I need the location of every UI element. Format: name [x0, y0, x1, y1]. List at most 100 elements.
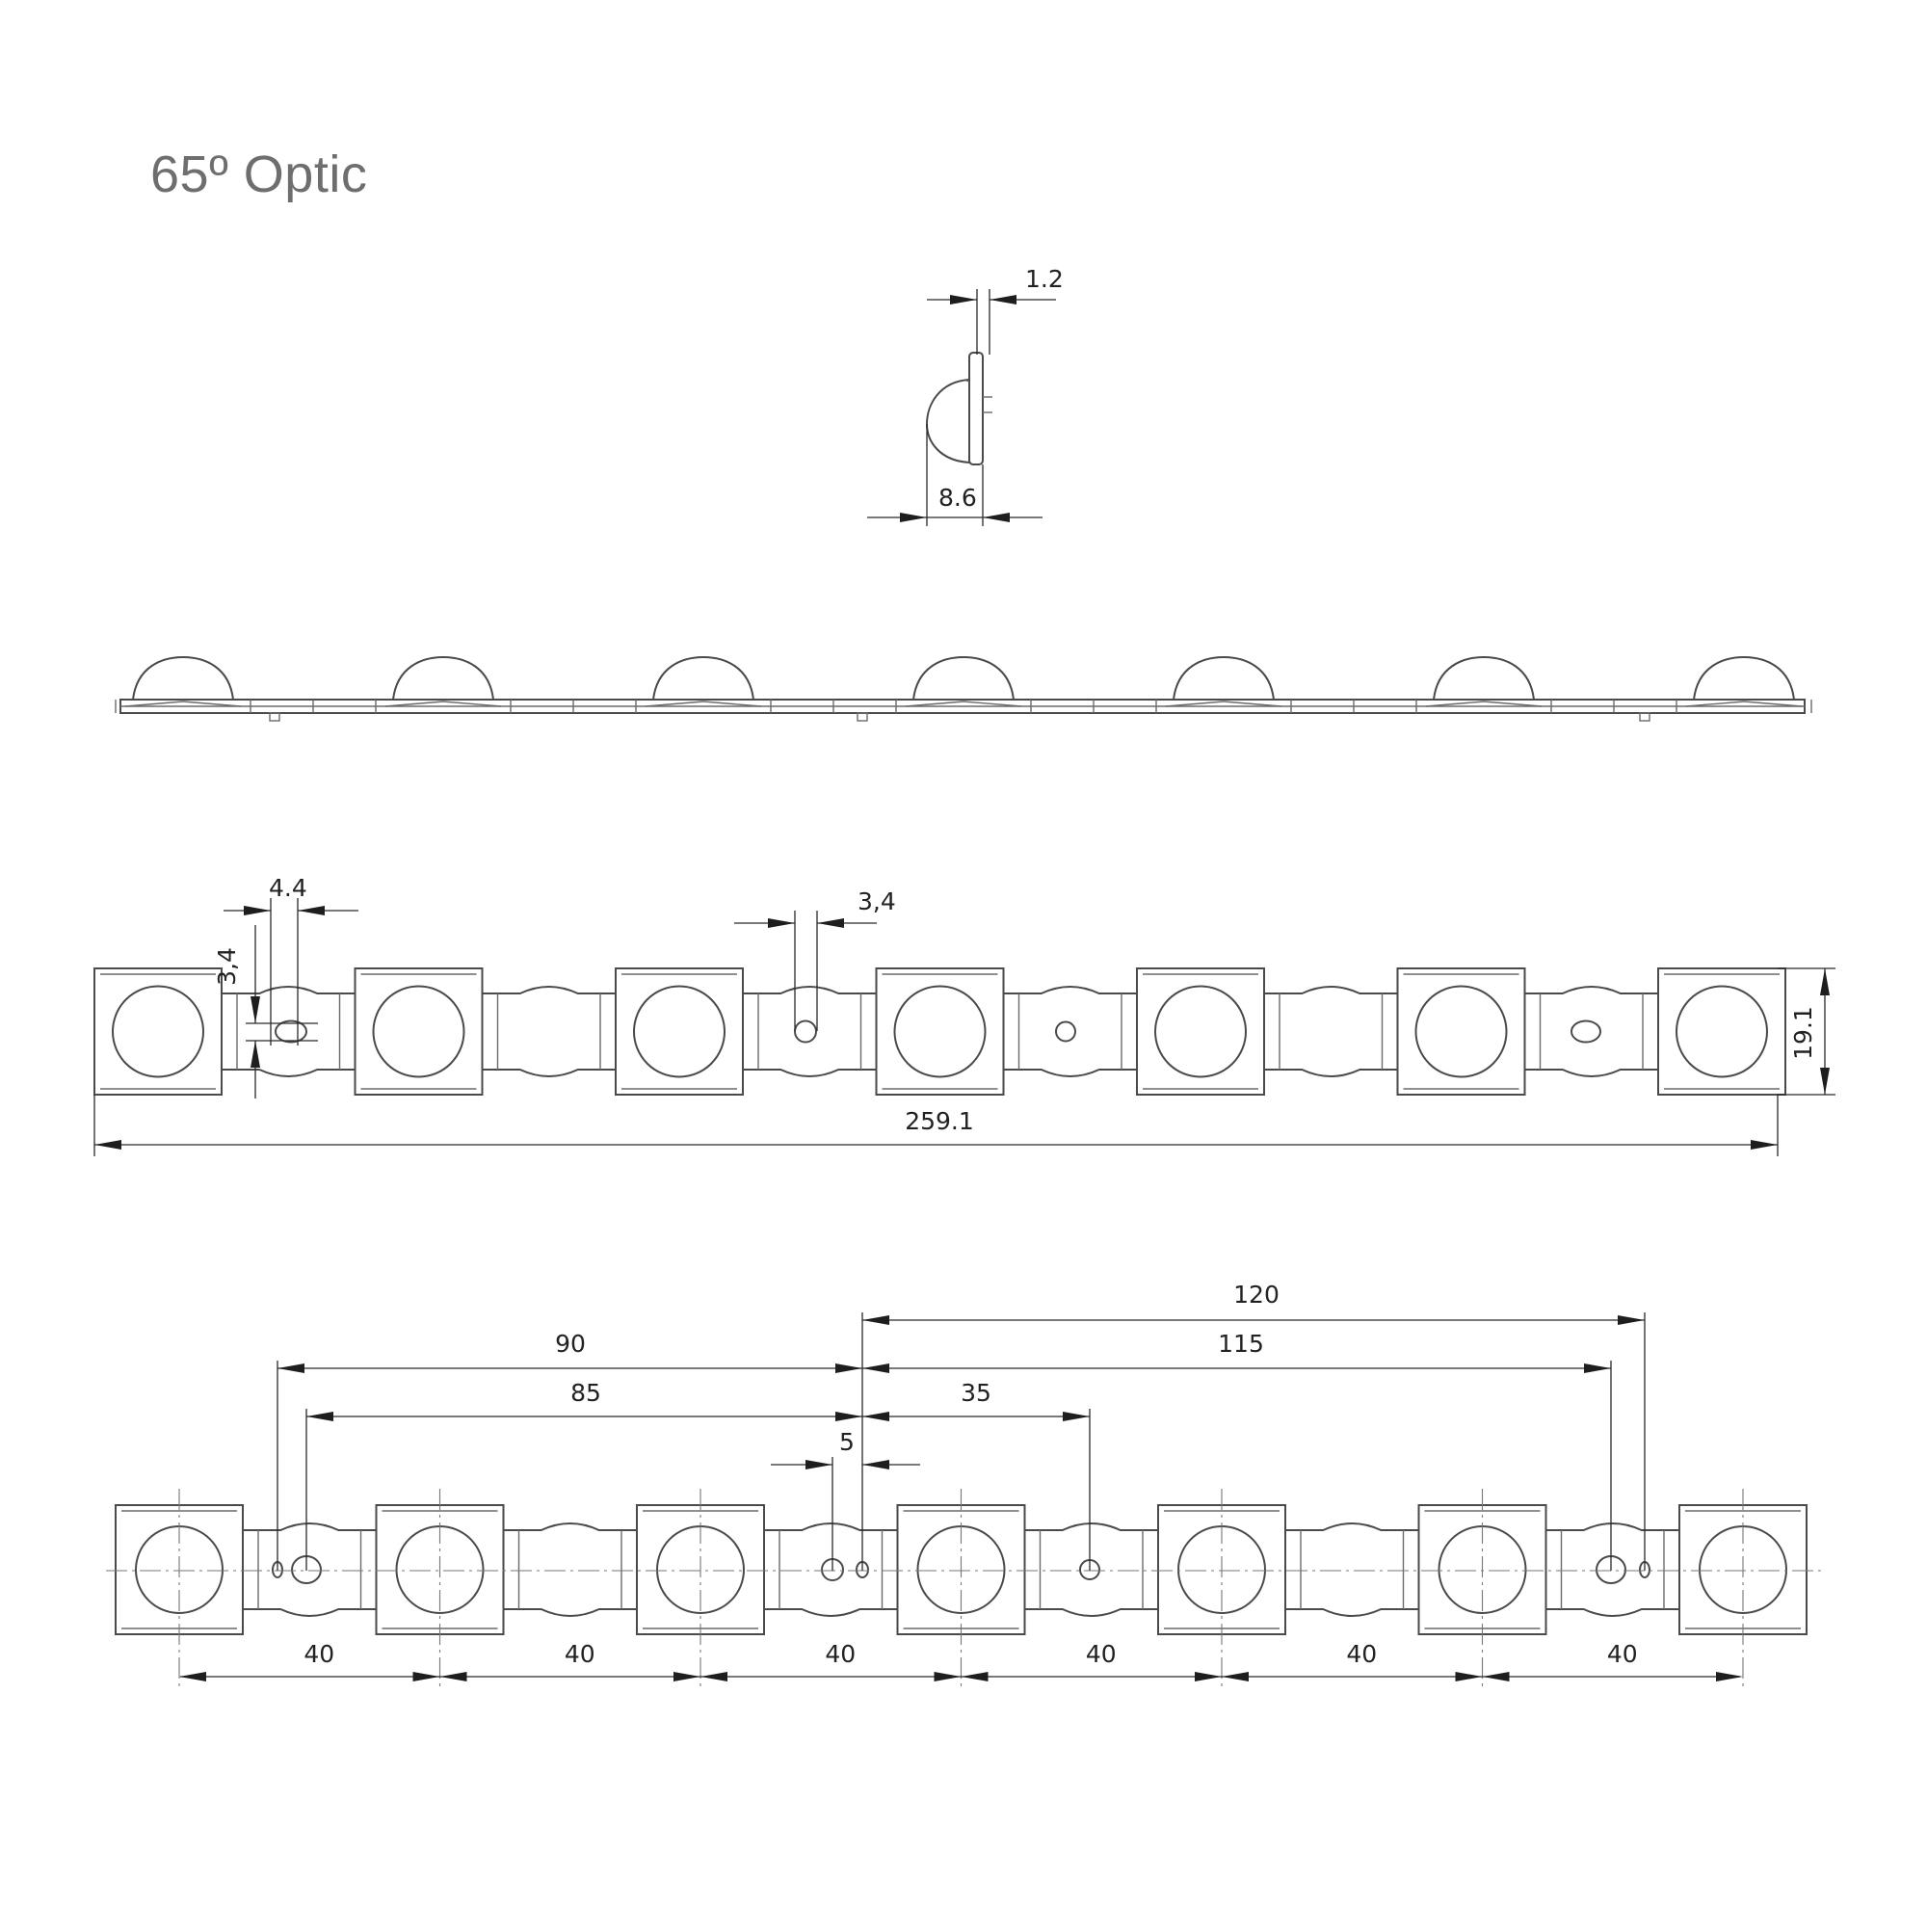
arrow-3-4v-bottom — [251, 1041, 260, 1068]
top-plan-view: 4.4 3,4 3,4 19.1 — [93, 874, 1835, 1156]
arrow-19-1-top — [1820, 968, 1830, 995]
plan-bridge-top — [743, 986, 877, 994]
profile-dome — [925, 379, 970, 463]
plan-slot — [275, 1019, 307, 1044]
plan-module — [354, 967, 484, 1096]
elevation-dome — [912, 655, 1015, 701]
arrow-8-6-right — [983, 513, 1010, 522]
arrow-35-right — [1063, 1412, 1090, 1421]
arrow-259-1-left — [94, 1140, 121, 1150]
elevation-dome — [392, 655, 494, 701]
layout-bridge-top — [1545, 1522, 1679, 1531]
arrow-85-right — [835, 1412, 862, 1421]
arrow-19-1-bottom — [1820, 1068, 1830, 1095]
pitch-arrow-right — [1195, 1672, 1222, 1681]
layout-bridge-top — [1024, 1522, 1158, 1531]
plan-lens-circle — [893, 985, 987, 1078]
arrow-115-right — [1584, 1363, 1611, 1373]
pitch-arrow-right — [412, 1672, 440, 1681]
elevation-lens-base — [1425, 701, 1543, 707]
pitch-arrow-right — [1716, 1672, 1743, 1681]
arrow-3-4h-right — [817, 918, 844, 928]
dim-pitch-label: 40 — [825, 1640, 856, 1668]
layout-bridge-bottom — [1285, 1608, 1419, 1617]
dim-span-115: 115 — [1218, 1330, 1264, 1358]
plan-lens-circle — [1154, 985, 1247, 1078]
plan-bridge-top — [222, 986, 356, 994]
layout-bridge-top — [1285, 1522, 1419, 1531]
plan-strip — [93, 967, 1786, 1096]
page-title: 65º Optic — [150, 146, 368, 203]
elevation-lens-base — [645, 701, 762, 707]
arrow-90-right — [835, 1363, 862, 1373]
plan-lens-circle — [372, 985, 465, 1078]
plan-hole — [1055, 1020, 1076, 1043]
pitch-arrow-left — [179, 1672, 206, 1681]
plan-bridge-bottom — [482, 1069, 616, 1077]
layout-bridge-bottom — [1545, 1608, 1679, 1617]
pitch-arrow-left — [1482, 1672, 1510, 1681]
arrow-5-left — [805, 1460, 832, 1469]
plan-module — [1396, 967, 1526, 1096]
elevation-dome — [652, 655, 754, 701]
arrow-115-left — [862, 1363, 889, 1373]
dim-pitch-label: 40 — [304, 1640, 334, 1668]
dim-pitch-label: 40 — [1346, 1640, 1377, 1668]
elevation-dome — [1693, 655, 1795, 701]
layout-bridge-top — [764, 1522, 898, 1531]
pitch-arrow-right — [934, 1672, 962, 1681]
plan-lens-circle — [112, 985, 204, 1078]
plan-bridge-bottom — [1003, 1069, 1137, 1077]
arrow-3-4v-top — [251, 996, 260, 1023]
arrow-90-left — [277, 1363, 304, 1373]
arrow-1-2-left — [950, 295, 977, 304]
layout-strip — [115, 1489, 1808, 1691]
elevation-lens-base — [905, 701, 1022, 707]
dim-span-85: 85 — [570, 1379, 601, 1407]
layout-bridge-bottom — [243, 1608, 377, 1617]
plan-bridge-top — [1524, 986, 1658, 994]
elevation-dome — [1173, 655, 1275, 701]
layout-bridge-bottom — [764, 1608, 898, 1617]
elevation-lens-base — [124, 701, 242, 707]
arrow-259-1-right — [1751, 1140, 1778, 1150]
plan-bridge-top — [482, 986, 616, 994]
arrow-35-left — [862, 1412, 889, 1421]
plan-slot — [1571, 1019, 1601, 1044]
arrow-120-right — [1618, 1315, 1645, 1325]
front-elevation-view — [115, 655, 1812, 722]
plan-lens-circle — [1676, 985, 1768, 1078]
arrow-5-right — [862, 1460, 889, 1469]
layout-bridge-bottom — [1024, 1608, 1158, 1617]
pitch-arrow-left — [700, 1672, 727, 1681]
dim-span-5: 5 — [839, 1428, 855, 1456]
dim-height: 8.6 — [938, 484, 977, 512]
elevation-dome — [1433, 655, 1535, 701]
plan-bridge-top — [1003, 986, 1137, 994]
plan-module — [615, 967, 744, 1096]
plan-bridge-bottom — [222, 1069, 356, 1077]
hole-layout-view: 120 90 115 85 35 5 — [106, 1281, 1821, 1691]
arrow-3-4h-left — [768, 918, 795, 928]
pitch-arrow-left — [1222, 1672, 1249, 1681]
dim-pitch-label: 40 — [1086, 1640, 1117, 1668]
dim-span-90: 90 — [555, 1330, 586, 1358]
layout-bridge-top — [503, 1522, 637, 1531]
plan-bridge-bottom — [1264, 1069, 1398, 1077]
elevation-lens-base — [384, 701, 502, 707]
arrow-8-6-left — [900, 513, 927, 522]
dim-pitch-label: 40 — [565, 1640, 595, 1668]
plan-bridge-bottom — [743, 1069, 877, 1077]
pitch-arrow-left — [961, 1672, 989, 1681]
plan-hole — [794, 1019, 817, 1044]
pitch-arrow-right — [1455, 1672, 1483, 1681]
plan-bridge-top — [1264, 986, 1398, 994]
plan-module — [1657, 967, 1786, 1096]
dim-width: 19.1 — [1789, 1006, 1817, 1060]
dim-slot-width: 4.4 — [269, 874, 307, 902]
elevation-lens-base — [1685, 701, 1803, 707]
dim-span-35: 35 — [961, 1379, 991, 1407]
